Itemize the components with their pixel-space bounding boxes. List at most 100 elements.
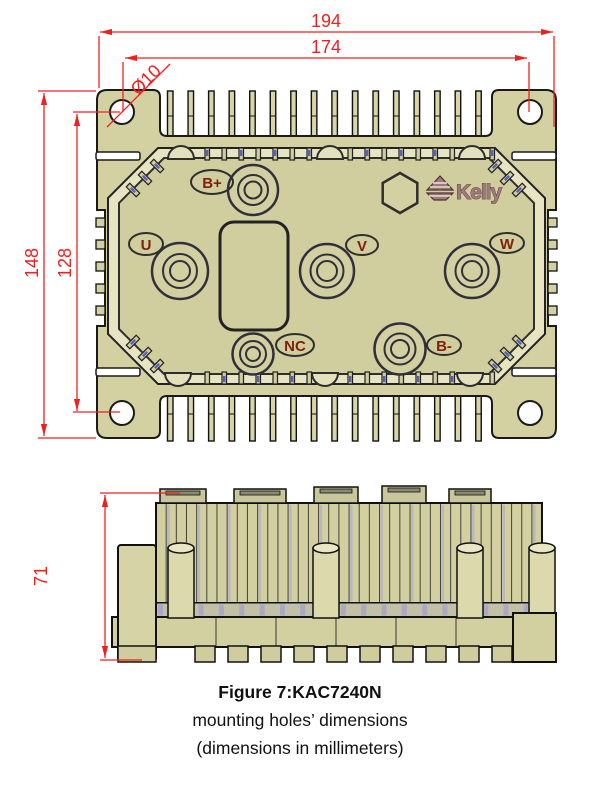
- dimension-194: 194: [98, 11, 555, 127]
- label-oval-b-minus: [426, 334, 462, 356]
- edge-tooth: [95, 305, 106, 316]
- side-boss-top: [387, 487, 421, 493]
- cover-studs-chamfers: [125, 158, 527, 374]
- foot: [293, 645, 315, 663]
- foot: [425, 645, 447, 663]
- side-view: [111, 485, 557, 663]
- foot: [194, 645, 216, 663]
- foot: [260, 645, 282, 663]
- stud-blue-fleck: [154, 163, 160, 169]
- side-fin-shade: [441, 505, 445, 601]
- fin: [166, 90, 174, 137]
- side-fin-shade: [228, 505, 231, 601]
- side-fin-shade: [289, 505, 292, 601]
- stud-blue-fleck: [434, 150, 437, 156]
- band-cell: [158, 604, 163, 616]
- fin: [331, 395, 339, 442]
- edge-teeth-left: [95, 217, 106, 316]
- stud-blue-fleck: [504, 175, 510, 181]
- band-cell: [442, 604, 448, 616]
- stud: [289, 147, 296, 161]
- hexagon-boss: [381, 171, 419, 215]
- stud-blue-fleck: [417, 376, 420, 382]
- terminal-label-u: U: [141, 237, 152, 254]
- label-oval-w: [489, 232, 525, 254]
- mounting-holes: [109, 99, 543, 426]
- fin: [454, 395, 462, 442]
- brand-wordmark: Kelly: [456, 181, 503, 204]
- fin: [351, 395, 359, 442]
- side-fin-shade: [411, 505, 414, 601]
- fin: [228, 395, 236, 442]
- terminal-label-b-minus: B-: [436, 338, 452, 355]
- fin: [290, 90, 297, 137]
- terminal-w-bolt: [443, 242, 501, 300]
- stud-blue-fleck: [516, 187, 522, 193]
- terminal-nc-bolt: [231, 332, 275, 376]
- fin: [433, 90, 441, 137]
- terminal-label-w: W: [500, 236, 515, 253]
- fin: [269, 395, 277, 442]
- fin: [475, 90, 482, 137]
- stud-blue-fleck: [154, 363, 160, 369]
- dimension-71: 71: [31, 492, 180, 661]
- figure-caption: Figure 7:KAC7240N mounting holes’ dimens…: [192, 682, 408, 758]
- fin: [331, 90, 339, 137]
- terminal-b-minus-bolt: [373, 322, 427, 376]
- stud-blue-fleck: [142, 175, 148, 181]
- stud-blue-fleck: [308, 150, 311, 156]
- fin: [454, 90, 462, 137]
- fin: [372, 90, 380, 137]
- terminal-u-bolt: [150, 241, 210, 301]
- edge-tooth: [547, 239, 558, 250]
- edge-slots: [95, 151, 557, 377]
- stud-blue-fleck: [130, 339, 136, 345]
- foot: [326, 645, 348, 663]
- edge-tooth: [547, 305, 558, 316]
- band-cell: [239, 604, 245, 616]
- stud-blue-fleck: [400, 150, 403, 156]
- kelly-sail-icon: [425, 175, 455, 201]
- body-edge-domes: [163, 145, 487, 387]
- terminal-v-bolt: [298, 242, 356, 300]
- side-fin-shade: [350, 505, 353, 601]
- terminal-label-nc: NC: [284, 338, 306, 355]
- fin: [475, 395, 482, 442]
- stud-blue-fleck: [291, 376, 294, 382]
- stud-blue-fleck: [451, 376, 454, 382]
- side-left-end-cap: [117, 544, 157, 662]
- terminal-post-top: [167, 542, 195, 554]
- stud: [221, 147, 228, 161]
- band-cell: [300, 604, 306, 616]
- edge-tooth: [95, 217, 106, 228]
- slot-top-right: [511, 151, 557, 161]
- dimension-128: 128: [55, 111, 120, 413]
- edge-tooth: [547, 261, 558, 272]
- stud: [415, 147, 422, 161]
- stud: [238, 371, 245, 385]
- fin: [310, 90, 318, 137]
- stud-blue-fleck: [257, 376, 260, 382]
- side-fin-shade: [258, 505, 262, 601]
- band-cell: [218, 604, 224, 616]
- terminal-post-top: [456, 542, 484, 554]
- band-cell: [503, 604, 509, 616]
- band-cell: [483, 604, 489, 616]
- slot-bottom-right: [511, 367, 557, 377]
- center-recess: [218, 220, 290, 332]
- fin: [166, 395, 174, 442]
- stud: [204, 371, 211, 385]
- side-fin-shade: [380, 505, 384, 601]
- fin: [187, 90, 195, 137]
- stud: [364, 371, 371, 385]
- terminal-post: [167, 547, 195, 619]
- band-cell: [198, 604, 204, 616]
- band-cell: [259, 604, 265, 616]
- band-cell: [381, 604, 387, 616]
- side-fin-shade: [502, 505, 506, 601]
- brand-logo: Kelly: [425, 175, 504, 204]
- terminal-post: [528, 547, 556, 619]
- stud-blue-fleck: [383, 376, 386, 382]
- label-oval-nc: [275, 333, 315, 357]
